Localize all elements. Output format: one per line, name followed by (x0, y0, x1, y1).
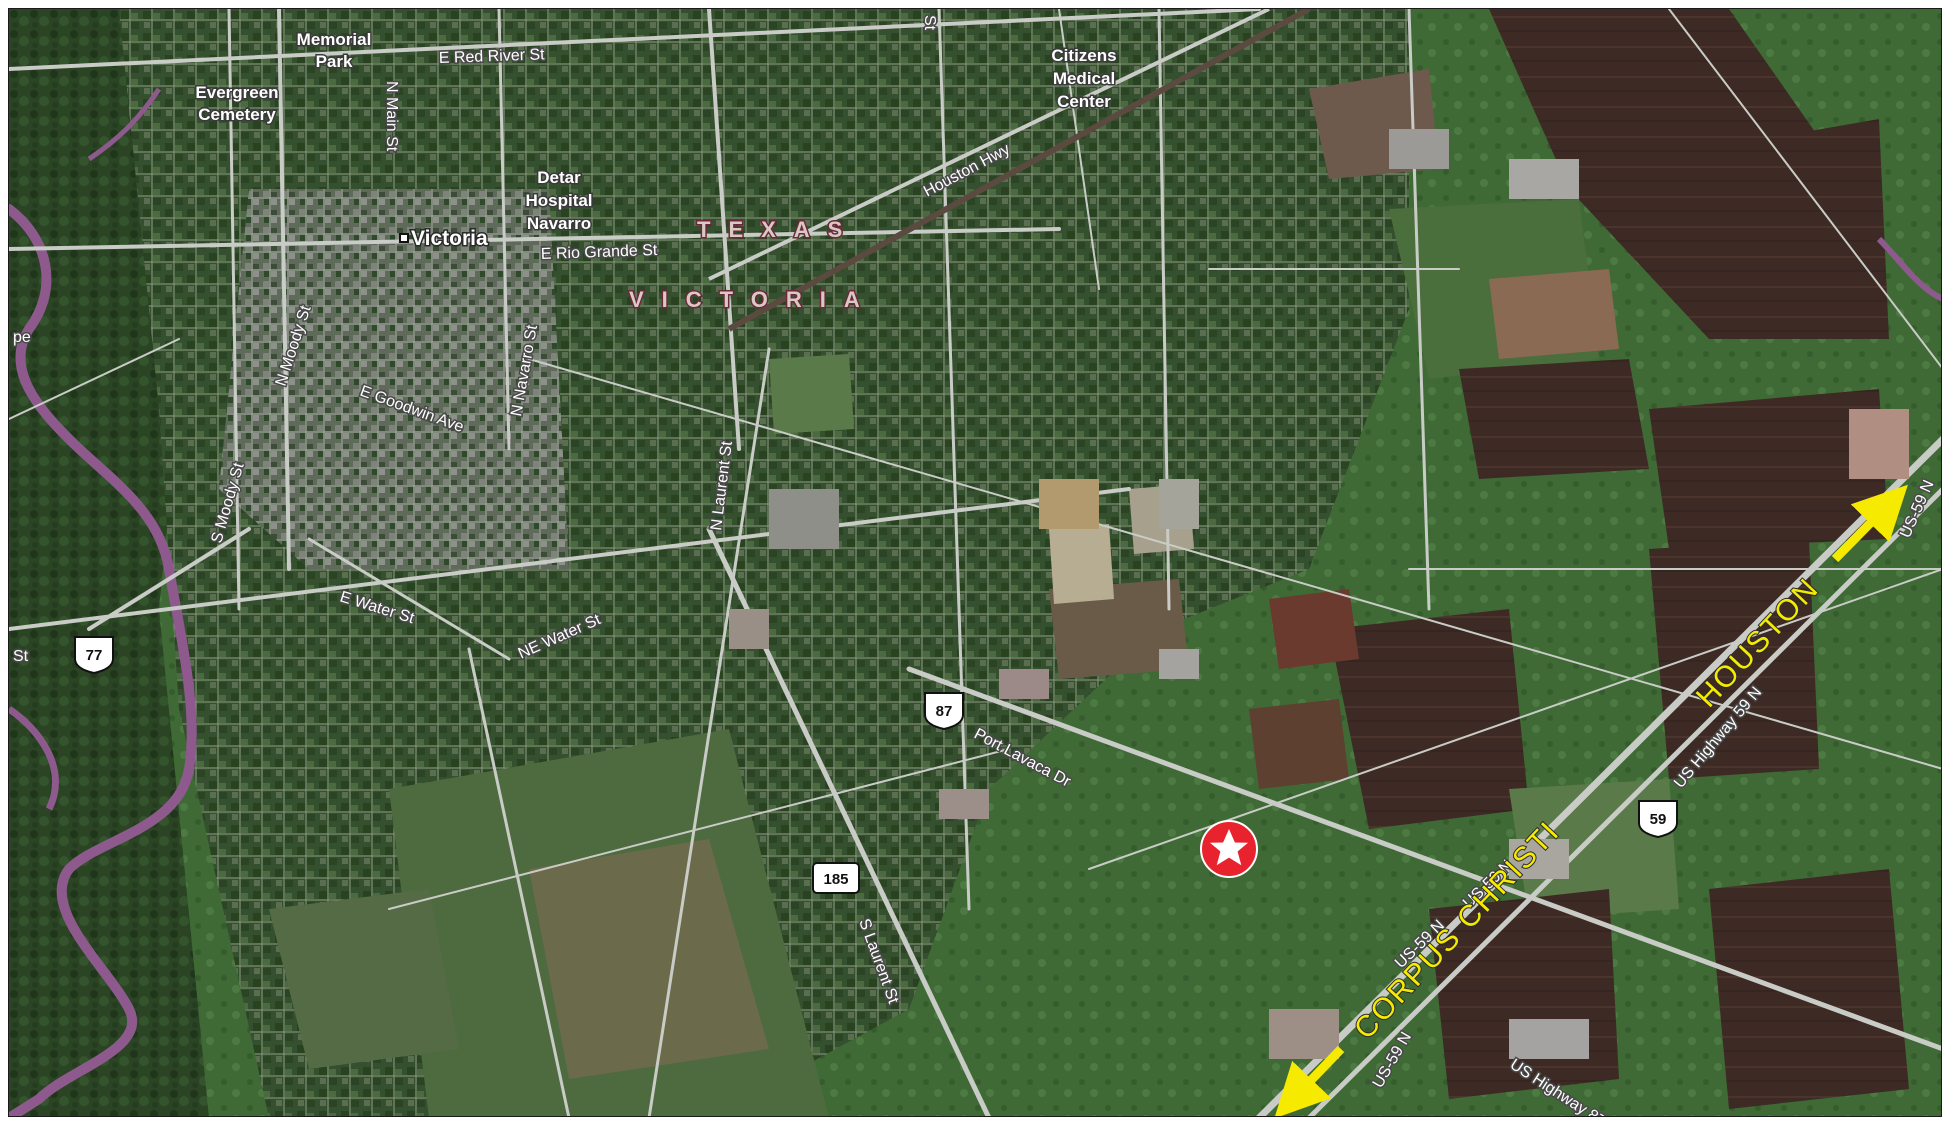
victoria-city-marker (399, 233, 409, 243)
road-network (9, 9, 1941, 1116)
label-n-main-st: N Main St (383, 81, 400, 152)
corpus-christi-arrow-icon (1274, 1045, 1345, 1116)
us-77-shield[interactable]: 77 (74, 636, 114, 675)
label-evergreen-cemetery[interactable]: Evergreen (194, 82, 280, 104)
label-edge-st: St (921, 15, 938, 31)
railway (727, 9, 1311, 332)
guadalupe-river (9, 87, 1941, 1116)
label-citizens-medical-center[interactable]: Citizens (1050, 45, 1118, 67)
label-citizens-3: Center (1057, 92, 1111, 111)
sh-185-shield-number: 185 (823, 871, 848, 888)
label-texas: TEXAS (697, 217, 860, 242)
label-edge-pe: pe (13, 329, 31, 346)
us-87-shield[interactable]: 87 (924, 692, 964, 731)
label-citizens-2: Medical (1053, 69, 1115, 88)
label-e-rio-grande-st: E Rio Grande St (541, 242, 659, 263)
map-frame: Memorial Park E Red River St Citizens Me… (8, 8, 1942, 1117)
houston-hwy-line (708, 9, 1270, 281)
label-detar-3: Navarro (527, 214, 591, 233)
us-77-shield-number: 77 (86, 647, 103, 664)
us-59-shield-number: 59 (1650, 811, 1667, 828)
label-detar-hospital-navarro[interactable]: Detar (536, 167, 583, 189)
location-marker-star-icon[interactable] (1200, 820, 1258, 878)
label-memorial-park[interactable]: Memorial (295, 29, 373, 51)
us-59-shield[interactable]: 59 (1638, 800, 1678, 839)
label-victoria-county: VICTORIA (629, 287, 878, 312)
label-evergreen-2: Cemetery (198, 105, 276, 124)
label-e-red-river-st: E Red River St (439, 46, 546, 67)
label-victoria[interactable]: Victoria (410, 226, 490, 252)
us-87-shield-number: 87 (936, 703, 953, 720)
sh-185-shield[interactable]: 185 (812, 862, 860, 894)
label-edge-st-left: St (13, 648, 29, 665)
label-detar-2: Hospital (525, 191, 592, 210)
satellite-map[interactable]: Memorial Park E Red River St Citizens Me… (9, 9, 1942, 1117)
developed-areas (729, 129, 1909, 1059)
label-memorial-park-2: Park (316, 52, 353, 71)
houston-arrow-icon (1831, 484, 1908, 563)
